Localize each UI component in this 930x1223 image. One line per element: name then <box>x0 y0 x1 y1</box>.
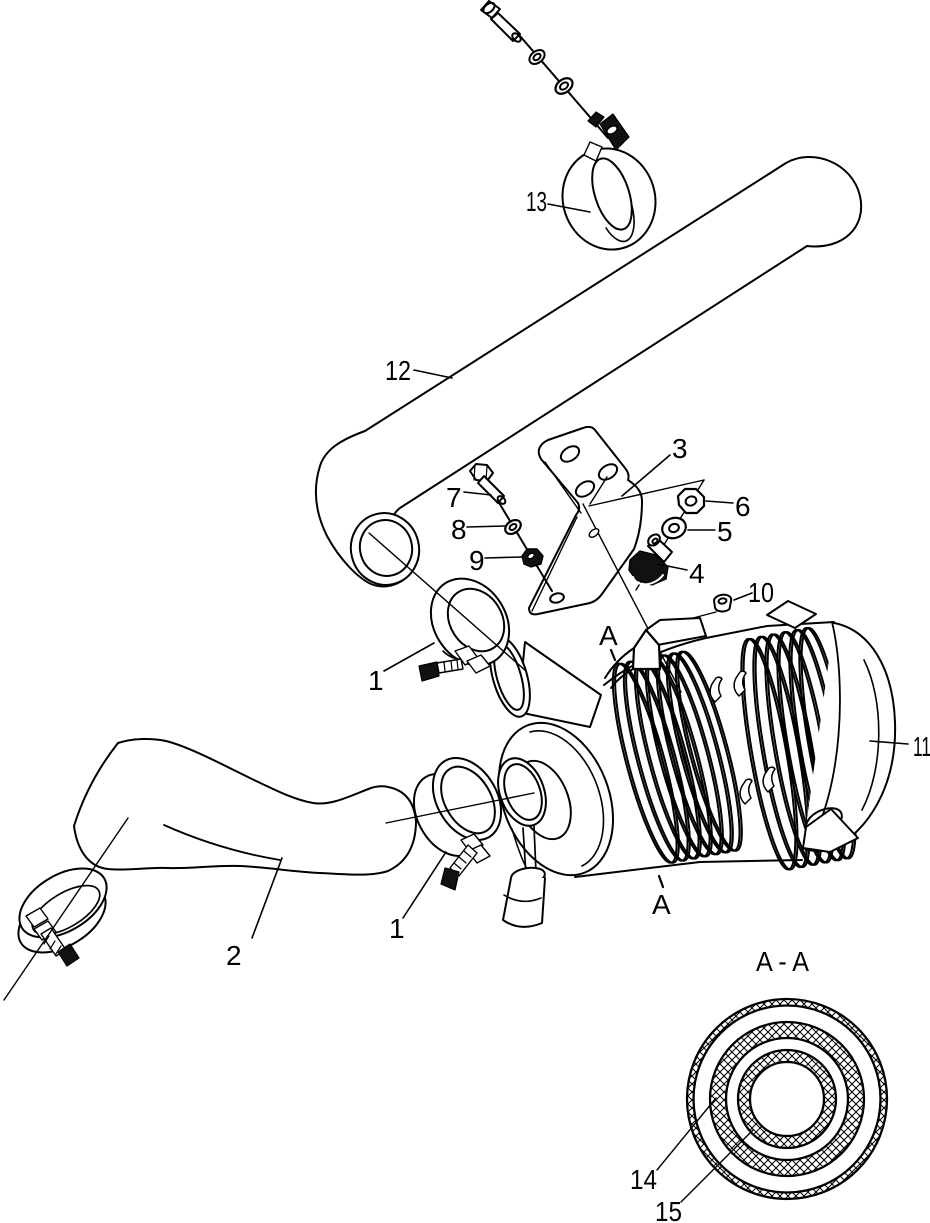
svg-text:2: 2 <box>226 940 242 971</box>
svg-text:14: 14 <box>630 1164 657 1195</box>
svg-text:11: 11 <box>913 731 930 762</box>
svg-text:9: 9 <box>469 545 485 576</box>
svg-text:A: A <box>599 620 618 651</box>
svg-text:12: 12 <box>385 355 411 386</box>
svg-text:8: 8 <box>451 514 467 545</box>
svg-text:15: 15 <box>655 1196 682 1223</box>
svg-text:6: 6 <box>735 491 751 522</box>
svg-text:7: 7 <box>446 482 462 513</box>
svg-text:1: 1 <box>368 665 384 696</box>
svg-text:A - A: A - A <box>756 946 809 977</box>
svg-text:4: 4 <box>689 558 705 589</box>
svg-text:1: 1 <box>389 913 405 944</box>
svg-text:3: 3 <box>672 433 688 464</box>
svg-text:13: 13 <box>526 186 547 217</box>
svg-text:A: A <box>652 889 671 920</box>
svg-text:5: 5 <box>717 516 733 547</box>
